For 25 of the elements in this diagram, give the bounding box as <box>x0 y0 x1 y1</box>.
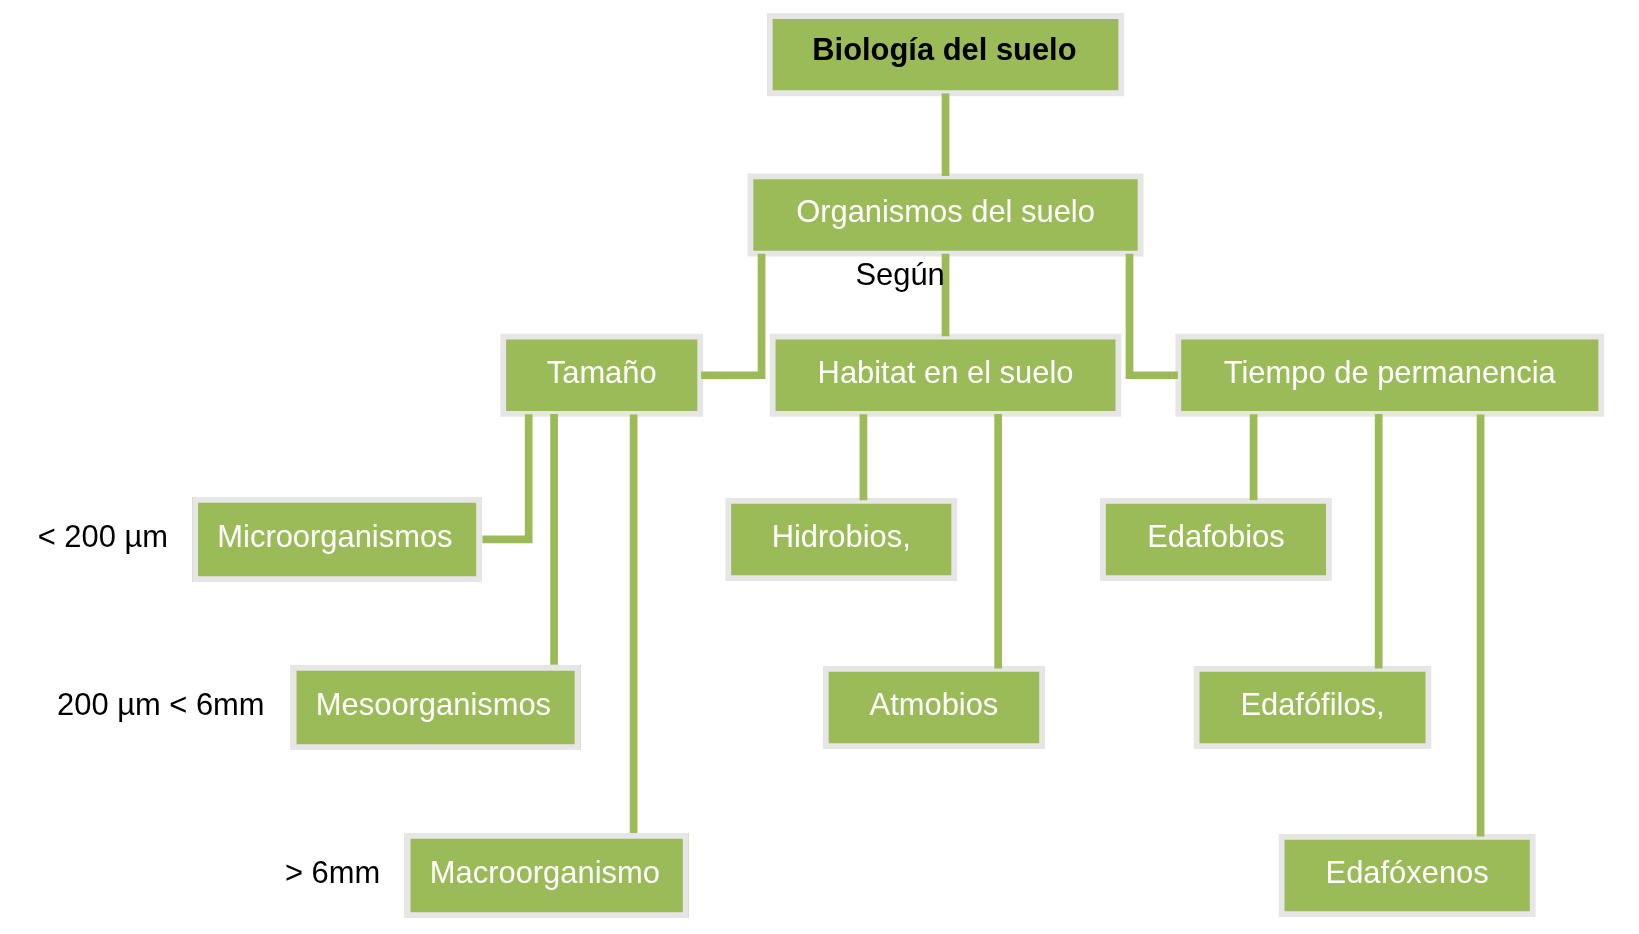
connector <box>1476 414 1485 837</box>
connector <box>482 414 533 544</box>
connector <box>941 253 950 337</box>
node-box: Habitat en el suelo <box>769 333 1122 417</box>
node-box: Edafófilos, <box>1193 665 1432 749</box>
connector <box>1249 414 1258 501</box>
connector <box>859 414 868 501</box>
connector <box>1374 414 1383 669</box>
connector <box>1125 253 1178 380</box>
node-label: > 6mm <box>284 854 381 890</box>
node-label: 200 µm < 6mm <box>57 686 265 722</box>
node-box: Organismos del suelo <box>747 173 1144 257</box>
node-box: Atmobios <box>822 665 1045 749</box>
node-box: Hidrobios, <box>725 497 958 581</box>
node-box: Biología del suelo <box>766 13 1125 97</box>
connector <box>994 414 1003 669</box>
connector <box>550 414 558 665</box>
connector <box>629 414 638 833</box>
node-box: Tamaño <box>500 333 704 417</box>
connector <box>701 253 766 380</box>
node-label: < 200 µm <box>37 518 169 554</box>
connector <box>941 93 950 176</box>
node-box: Edafóxenos <box>1278 834 1536 918</box>
node-box: Tiempo de permanencia <box>1175 333 1605 417</box>
node-box: Edafobios <box>1100 497 1332 581</box>
